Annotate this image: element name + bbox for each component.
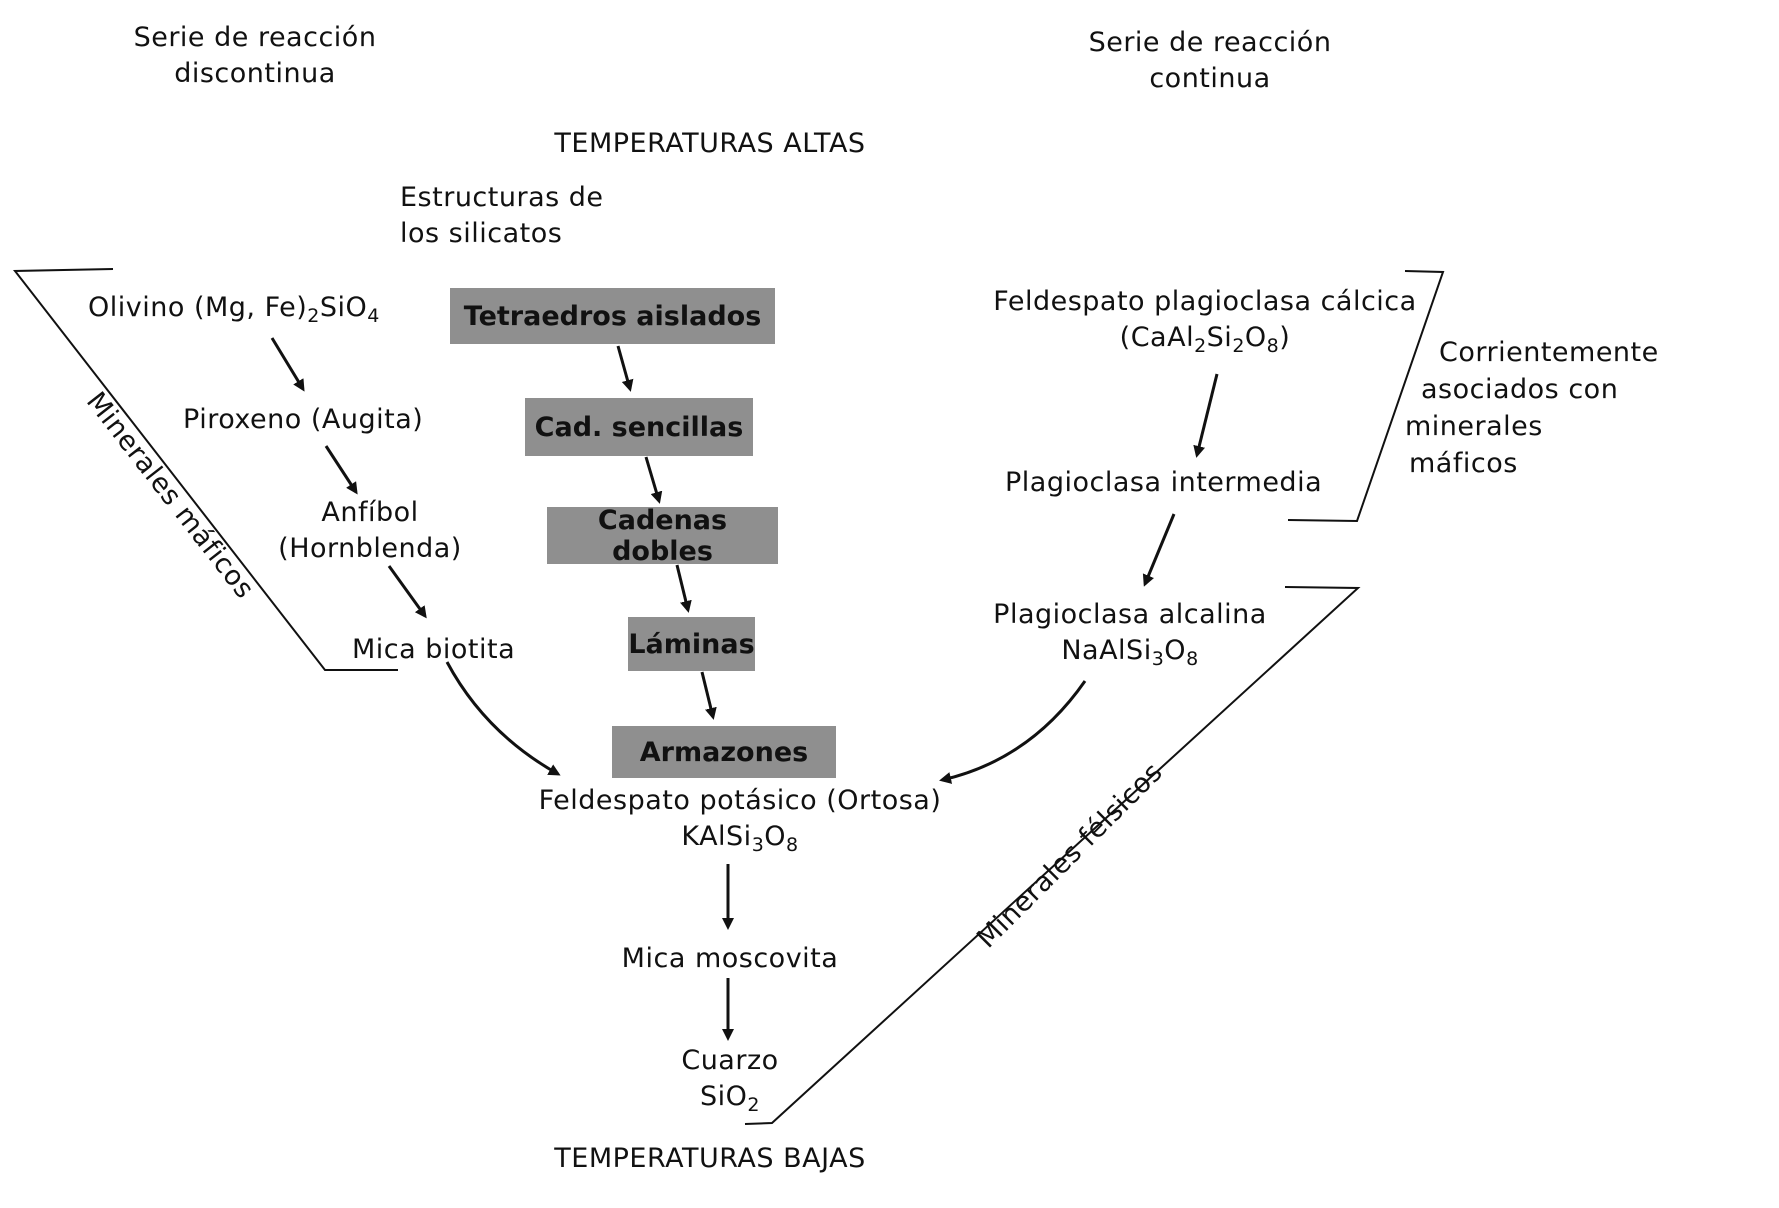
quartz-label: Cuarzo SiO2 — [681, 1045, 779, 1116]
arrow-struct-4 — [700, 671, 717, 720]
low-temperatures-label: TEMPERATURAS BAJAS — [554, 1143, 866, 1174]
amphibole-label: Anfíbol (Hornblenda) — [278, 497, 462, 564]
arrow-olivine-pyroxene — [270, 337, 305, 392]
associated-bracket — [1287, 270, 1445, 523]
arrow-intermediate-alkaline — [1142, 513, 1176, 587]
felsic-bracket — [744, 586, 1361, 1125]
mafic-bracket — [12, 268, 398, 671]
structure-isolated-tetrahedra: Tetraedros aislados — [450, 288, 775, 344]
arrow-struct-3 — [675, 564, 692, 613]
continuous-series-header: Serie de reacción continua — [1088, 27, 1332, 94]
alkaline-plagioclase-label: Plagioclasa alcalina NaAlSi3O8 — [993, 599, 1267, 670]
structure-frameworks: Armazones — [612, 726, 836, 778]
intermediate-plagioclase-label: Plagioclasa intermedia — [1005, 467, 1323, 498]
structure-sheets: Láminas — [628, 617, 755, 671]
structure-single-chains: Cad. sencillas — [525, 398, 753, 456]
arrow-struct-1 — [616, 345, 634, 392]
muscovite-label: Mica moscovita — [621, 943, 839, 974]
structure-double-chains: Cadenas dobles — [547, 505, 778, 567]
discontinuous-series-header: Serie de reacción discontinua — [133, 22, 377, 89]
high-temperatures-label: TEMPERATURAS ALTAS — [554, 128, 866, 159]
arrow-biotite-orthoclase — [445, 661, 561, 776]
associated-with-mafic-label: Corrientemente asociados con minerales m… — [1405, 337, 1659, 479]
silicate-structures-header: Estructuras de los silicatos — [400, 182, 604, 249]
biotite-label: Mica biotita — [352, 634, 516, 665]
arrow-pyroxene-amphibole — [324, 445, 358, 495]
arrow-struct-2 — [644, 456, 663, 504]
olivine-label: Olivino (Mg, Fe)2SiO4 — [88, 292, 380, 327]
pyroxene-label: Piroxeno (Augita) — [183, 404, 424, 435]
orthoclase-label: Feldespato potásico (Ortosa) KAlSi3O8 — [538, 785, 942, 856]
arrow-calcic-intermediate — [1193, 373, 1219, 458]
arrow-alkaline-orthoclase — [939, 680, 1087, 784]
calcic-plagioclase-label: Feldespato plagioclasa cálcica (CaAl2Si2… — [993, 286, 1417, 357]
arrow-amphibole-biotite — [387, 565, 427, 619]
